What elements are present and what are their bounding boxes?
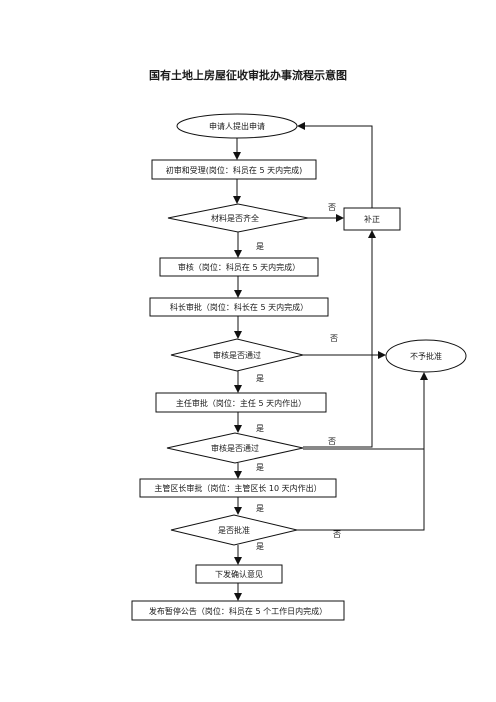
accept-box-label: 初审和受理(岗位：科员在 5 天内完成) <box>166 165 302 175</box>
label-no-passed1: 否 <box>330 334 338 343</box>
review-box-label: 审核（岗位：科员在 5 天内完成） <box>178 262 300 272</box>
accept-box <box>151 159 317 180</box>
issue-box <box>195 564 283 584</box>
review-box <box>159 257 319 277</box>
label-yes-district: 是 <box>256 504 264 513</box>
chief-box-label: 科长审批（岗位：科长在 5 天内完成） <box>170 302 308 312</box>
label-yes-director: 是 <box>256 424 264 433</box>
edge-supplement-start <box>297 122 373 208</box>
notice-box-label: 发布暂停公告（岗位：科员在 5 个工作日内完成） <box>149 606 327 616</box>
passed1-decision-label: 审核是否通过 <box>213 350 261 360</box>
chief-box <box>149 297 329 317</box>
label-no-approved: 否 <box>333 530 341 539</box>
label-yes-passed2: 是 <box>256 463 264 472</box>
diagram-title: 国有土地上房屋征收审批办事流程示意图 <box>149 69 347 82</box>
label-no-passed2: 否 <box>328 437 336 446</box>
label-yes-passed1: 是 <box>256 374 264 383</box>
issue-box-label: 下发确认意见 <box>215 569 263 579</box>
edge-passed2-supplement <box>303 230 376 448</box>
passed2-decision <box>166 432 304 464</box>
director-box <box>155 392 327 413</box>
materials-decision-label: 材料是否齐全 <box>211 213 259 223</box>
supplement-box-label: 补正 <box>364 214 380 224</box>
passed2-decision-label: 审核是否通过 <box>211 443 259 453</box>
label-yes-approved: 是 <box>256 542 264 551</box>
label-no-materials: 否 <box>328 203 336 212</box>
notice-box <box>131 600 345 621</box>
reject-node-label: 不予批准 <box>410 351 442 361</box>
start-node-label: 申请人提出申请 <box>209 121 265 131</box>
director-box-label: 主任审批（岗位：主任 5 天内作出） <box>176 398 306 408</box>
label-yes-materials: 是 <box>256 242 264 251</box>
edge-approved-reject <box>297 449 425 531</box>
approved-decision-label: 是否批准 <box>218 525 250 535</box>
district-box-label: 主管区长审批（岗位：主管区长 10 天内作出） <box>154 483 321 493</box>
